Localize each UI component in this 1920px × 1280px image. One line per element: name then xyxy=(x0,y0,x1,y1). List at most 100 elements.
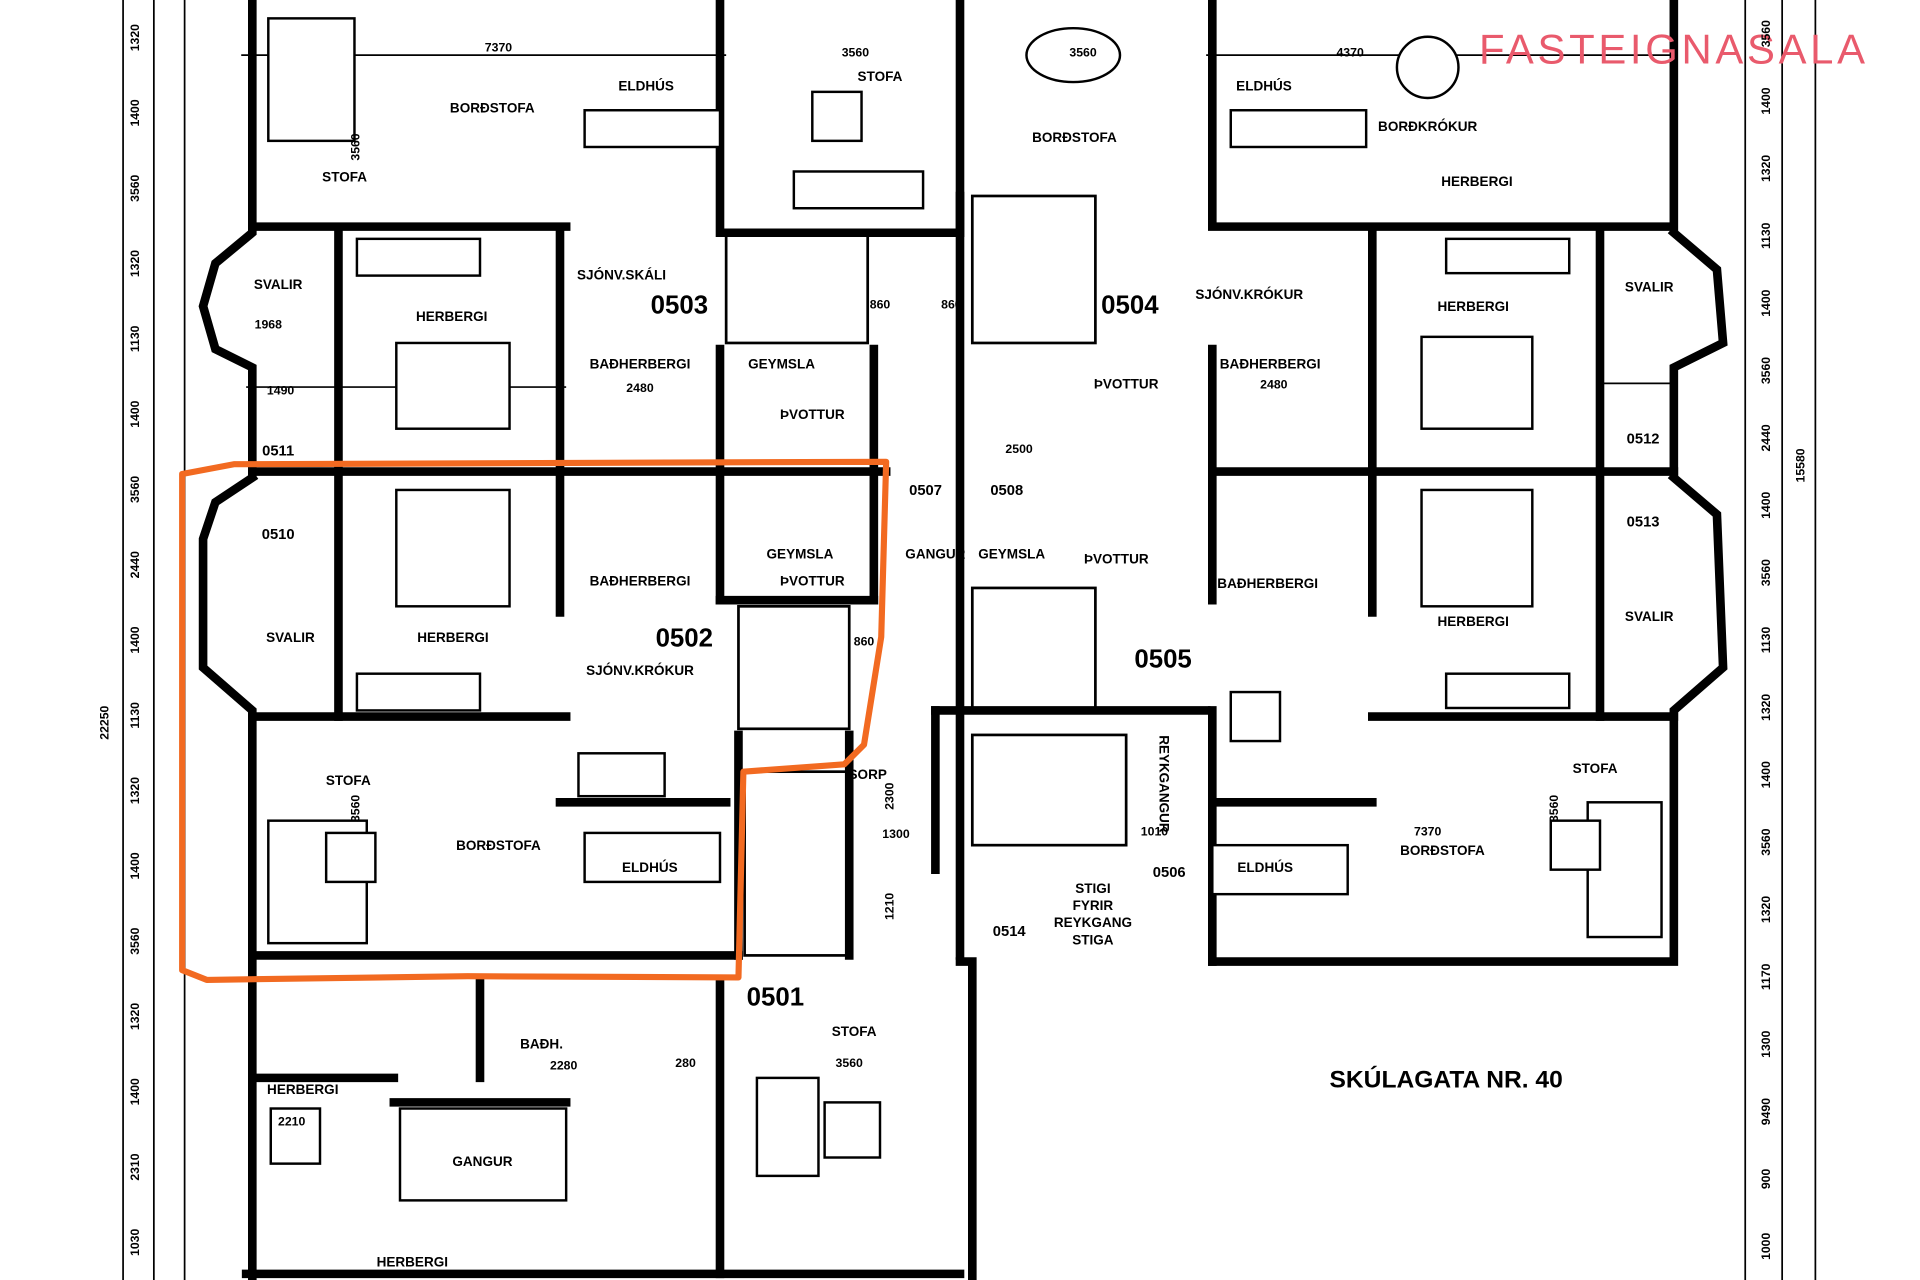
room-label: BAÐHERBERGI xyxy=(590,574,691,589)
side-dimension-label: 1030 xyxy=(128,1229,142,1256)
dimension-label: 7370 xyxy=(485,40,513,54)
room-label: ELDHÚS xyxy=(618,79,674,94)
unit-number: 0501 xyxy=(747,984,804,1012)
right-dimension-chain: 3560140013201130140035602440140035601130… xyxy=(1759,20,1773,1260)
dimension-label: 860 xyxy=(941,298,962,312)
dimension-label: 860 xyxy=(870,298,891,312)
space-number: 0506 xyxy=(1153,865,1186,881)
room-label: FYRIR xyxy=(1073,898,1114,913)
side-dimension-label: 3560 xyxy=(128,174,142,201)
dimension-labels: 7370 3560 3560 4370 2480 2480 1968 1490 … xyxy=(255,40,1562,1128)
dimension-label: 1010 xyxy=(1141,824,1169,838)
side-dimension-label: 3560 xyxy=(128,927,142,954)
unit-number: 0505 xyxy=(1134,646,1191,674)
dimension-label: 1300 xyxy=(882,827,910,841)
side-dimension-label: 2440 xyxy=(128,551,142,578)
dimension-label: 1968 xyxy=(255,317,283,331)
room-label: HERBERGI xyxy=(377,1255,448,1270)
dimension-label: 2280 xyxy=(550,1058,578,1072)
side-dimension-label: 1320 xyxy=(128,777,142,804)
side-dimension-label: 9490 xyxy=(1759,1098,1773,1125)
dimension-label: 3560 xyxy=(348,133,362,160)
dimension-label: 1210 xyxy=(883,893,897,920)
room-label: STIGI xyxy=(1075,881,1110,896)
room-label: STOFA xyxy=(1573,761,1618,776)
room-label: SVALIR xyxy=(266,630,315,645)
side-dimension-label: 3560 xyxy=(1759,828,1773,855)
dimension-label: 2480 xyxy=(626,381,654,395)
unit-number: 0503 xyxy=(651,292,708,320)
left-total-dimension: 22250 xyxy=(97,705,111,739)
room-label: GANGUR xyxy=(905,547,965,562)
side-dimension-label: 1320 xyxy=(128,1003,142,1030)
dimension-label: 860 xyxy=(854,635,875,649)
side-dimension-label: 1400 xyxy=(1759,289,1773,316)
side-dimension-label: 3560 xyxy=(1759,20,1773,47)
side-dimension-label: 1400 xyxy=(128,852,142,879)
watermark-logo: FASTEIGNASALA xyxy=(1479,26,1869,73)
dimension-label: 3560 xyxy=(1069,45,1097,59)
room-label: REYKGANG xyxy=(1054,915,1132,930)
side-dimension-label: 1400 xyxy=(1759,491,1773,518)
dimension-label: 3560 xyxy=(842,45,870,59)
room-label: GEYMSLA xyxy=(748,357,815,372)
space-number: 0510 xyxy=(262,527,295,543)
unit-number: 0502 xyxy=(656,625,713,653)
side-dimension-label: 1320 xyxy=(128,24,142,51)
side-dimension-label: 1320 xyxy=(128,250,142,277)
side-dimension-label: 1170 xyxy=(1759,963,1773,990)
dimension-label: 4370 xyxy=(1336,45,1364,59)
room-labels: STOFA BORÐSTOFA ELDHÚS STOFA BORÐSTOFA E… xyxy=(254,69,1674,1270)
room-label: BAÐH. xyxy=(520,1037,563,1052)
side-dimension-label: 1400 xyxy=(1759,761,1773,788)
dimension-label: 2210 xyxy=(278,1115,306,1129)
room-label: SJÓNV.KRÓKUR xyxy=(586,663,694,678)
room-label: STOFA xyxy=(832,1024,877,1039)
room-label: SORP xyxy=(849,767,887,782)
side-dimension-label: 1320 xyxy=(1759,155,1773,182)
side-dimension-label: 1300 xyxy=(1759,1030,1773,1057)
room-label: GEYMSLA xyxy=(978,547,1045,562)
side-dimension-label: 3560 xyxy=(1759,357,1773,384)
room-label: ÞVOTTUR xyxy=(1084,551,1149,566)
dimension-label: 2500 xyxy=(1005,442,1033,456)
side-dimension-label: 1320 xyxy=(1759,896,1773,923)
room-label: HERBERGI xyxy=(416,309,487,324)
room-label: BORÐSTOFA xyxy=(450,101,535,116)
room-label: ELDHÚS xyxy=(1236,79,1292,94)
room-label: STOFA xyxy=(326,773,371,788)
room-label: BAÐHERBERGI xyxy=(1220,357,1321,372)
room-label: STIGA xyxy=(1072,932,1114,947)
space-number: 0511 xyxy=(262,444,294,460)
side-dimension-label: 1400 xyxy=(128,99,142,126)
room-label: ÞVOTTUR xyxy=(780,574,845,589)
room-label: BAÐHERBERGI xyxy=(1217,576,1318,591)
dimension-label: 2300 xyxy=(883,782,897,809)
apartment-highlight-outline xyxy=(179,458,890,983)
room-label: HERBERGI xyxy=(1438,299,1509,314)
room-label: SVALIR xyxy=(1625,609,1674,624)
room-label: BORÐKRÓKUR xyxy=(1378,119,1477,134)
room-label: REYKGANGUR xyxy=(1156,735,1171,833)
room-label: BORÐSTOFA xyxy=(456,838,541,853)
side-dimension-label: 3560 xyxy=(1759,559,1773,586)
dimension-label: 1490 xyxy=(267,383,295,397)
side-dimension-label: 2440 xyxy=(1759,424,1773,451)
dimension-label: 2480 xyxy=(1260,377,1288,391)
dimension-label: 3560 xyxy=(1547,795,1561,822)
stairs xyxy=(724,194,1128,957)
space-number: 0514 xyxy=(993,924,1027,940)
space-number: 0507 xyxy=(909,483,942,499)
room-label: BORÐSTOFA xyxy=(1400,843,1485,858)
side-dimension-label: 1000 xyxy=(1759,1233,1773,1260)
room-label: HERBERGI xyxy=(267,1082,338,1097)
space-number: 0513 xyxy=(1627,515,1660,531)
right-total-dimension: 15580 xyxy=(1793,448,1807,482)
dimension-label: 280 xyxy=(675,1056,696,1070)
dimension-label: 3560 xyxy=(836,1056,864,1070)
side-dimension-label: 1130 xyxy=(1759,222,1773,249)
side-dimension-label: 1400 xyxy=(128,400,142,427)
room-label: GEYMSLA xyxy=(767,547,834,562)
side-dimension-label: 1400 xyxy=(128,1078,142,1105)
